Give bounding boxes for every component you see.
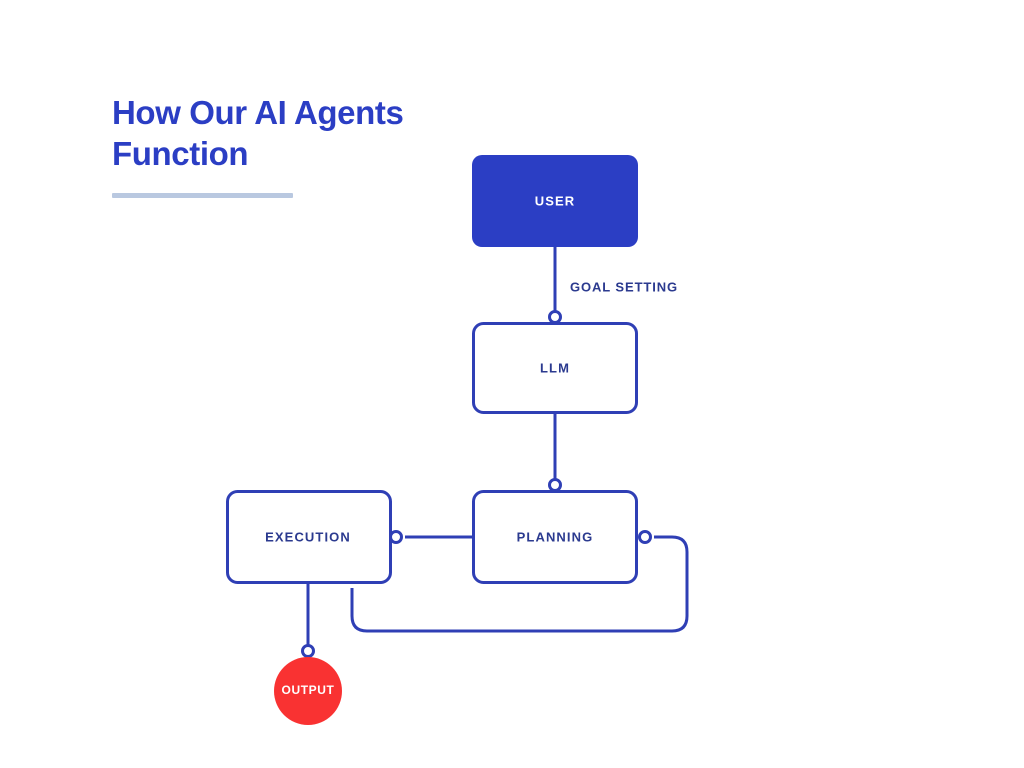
connector-dot-output-top <box>301 644 315 658</box>
edge-label-goal-setting: GOAL SETTING <box>570 279 678 294</box>
node-output-shape <box>274 657 342 725</box>
node-execution-label: EXECUTION <box>265 529 351 544</box>
node-execution-shape <box>226 490 392 584</box>
edge-label-layer: GOAL SETTING <box>570 279 678 294</box>
node-output[interactable]: OUTPUT <box>274 657 342 725</box>
connector-dot-execution-right <box>389 530 403 544</box>
connector-dot-planning-top <box>548 478 562 492</box>
node-planning[interactable]: PLANNING <box>472 490 638 584</box>
title-block: How Our AI Agents Function <box>112 92 512 198</box>
edge-planning-feedback-loop <box>350 535 689 633</box>
title-divider <box>112 193 293 198</box>
node-llm-shape <box>472 322 638 414</box>
node-user-shape <box>472 155 638 247</box>
node-output-label: OUTPUT <box>282 683 335 697</box>
node-planning-label: PLANNING <box>517 529 594 544</box>
node-execution[interactable]: EXECUTION <box>226 490 392 584</box>
node-user[interactable]: USER <box>472 155 638 247</box>
node-llm-label: LLM <box>540 360 570 375</box>
edge-layer <box>306 247 689 648</box>
node-llm[interactable]: LLM <box>472 322 638 414</box>
connector-dot-planning-right <box>638 530 652 544</box>
page-title: How Our AI Agents Function <box>112 94 404 172</box>
node-planning-shape <box>472 490 638 584</box>
connector-dot-llm-top <box>548 310 562 324</box>
node-user-label: USER <box>535 193 576 208</box>
node-layer: USER LLM PLANNING EXECUTION <box>226 155 638 725</box>
